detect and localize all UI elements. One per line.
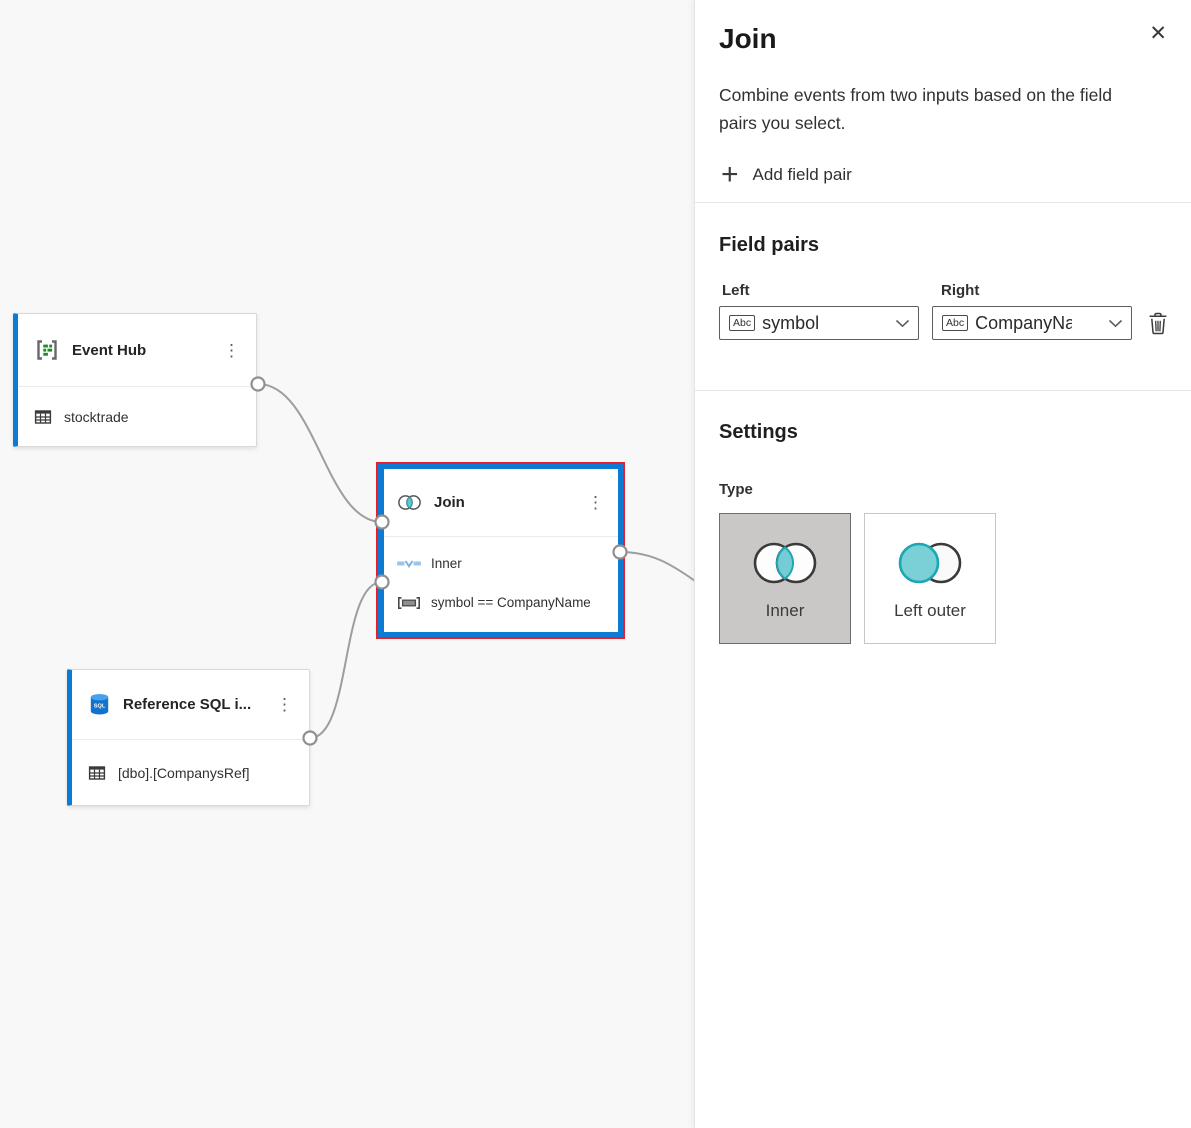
port-join-in-bottom[interactable] [374,574,390,590]
kebab-menu-icon[interactable]: ⋮ [581,490,610,515]
field-pair-column-labels: Left Right [719,282,1171,299]
join-type-option-label: Inner [765,601,805,620]
node-reference-sql-detail: [dbo].[CompanysRef] [72,740,309,805]
inner-join-venn-icon [753,542,817,584]
port-join-out[interactable] [612,544,628,560]
delete-field-pair-button[interactable] [1145,309,1171,338]
join-condition-row: symbol == CompanyName [384,583,618,622]
join-kind-icon [397,560,421,568]
settings-heading: Settings [719,421,798,443]
node-join-body: Inner symbol == CompanyName [384,537,618,622]
close-icon[interactable]: ✕ [1145,21,1171,46]
chevron-down-icon [895,319,910,327]
field-pair-icon [398,596,420,609]
join-type-option-left-outer[interactable]: Left outer [864,513,996,644]
join-venn-icon [398,495,421,510]
panel-header: Join ✕ [719,0,1171,57]
field-pair-row: Abc symbol Abc CompanyName [719,306,1171,340]
node-reference-sql[interactable]: SQL Reference SQL i... ⋮ [dbo].[Companys… [67,669,310,806]
node-event-hub-detail: stocktrade [18,387,256,446]
node-join[interactable]: Join ⋮ Inner [376,462,625,639]
left-field-dropdown[interactable]: Abc symbol [719,306,919,340]
panel-divider [695,202,1191,203]
string-type-badge: Abc [942,314,969,332]
panel-divider [695,390,1191,391]
panel-description: Combine events from two inputs based on … [719,85,1112,133]
join-condition-value: symbol == CompanyName [431,595,591,610]
plus-icon: + [721,158,739,191]
chevron-down-icon [1108,319,1123,327]
join-type-value: Inner [431,556,462,571]
table-icon [88,765,106,780]
join-type-options: Inner Left outer [719,513,1171,644]
sql-database-icon: SQL [90,694,109,715]
diagram-canvas[interactable]: Event Hub ⋮ stocktrade [0,0,694,1128]
right-field-dropdown[interactable]: Abc CompanyName [932,306,1132,340]
join-type-row: Inner [384,544,618,583]
kebab-menu-icon[interactable]: ⋮ [217,338,246,363]
left-field-value: symbol [762,312,820,333]
node-title: Event Hub [72,341,147,359]
event-hub-icon [37,340,57,360]
join-type-option-label: Left outer [894,601,966,620]
add-field-pair-button[interactable]: + Add field pair [719,159,854,191]
node-table-name: stocktrade [64,408,129,425]
port-refsql-out[interactable] [302,730,318,746]
kebab-menu-icon[interactable]: ⋮ [270,692,299,717]
string-type-badge: Abc [729,314,756,332]
field-pairs-heading: Field pairs [719,234,820,256]
edge-eventhub-to-join [257,383,383,523]
left-outer-join-venn-icon [898,542,962,584]
panel-title: Join [719,23,777,54]
type-label: Type [719,481,753,498]
port-eventhub-out[interactable] [250,376,266,392]
right-field-value: CompanyName [975,312,1073,333]
node-reference-sql-header: SQL Reference SQL i... ⋮ [72,670,309,740]
port-join-in-top[interactable] [374,514,390,530]
edge-join-output [619,551,694,582]
join-type-option-inner[interactable]: Inner [719,513,851,644]
join-properties-panel: Join ✕ Combine events from two inputs ba… [694,0,1191,1128]
node-event-hub[interactable]: Event Hub ⋮ stocktrade [13,313,257,447]
node-table-name: [dbo].[CompanysRef] [118,764,250,781]
add-field-pair-label: Add field pair [752,165,852,184]
edge-refsql-to-join [309,581,383,739]
left-column-label: Left [722,282,750,299]
trash-icon [1149,312,1167,334]
node-join-inner: Join ⋮ Inner [384,469,618,632]
svg-text:SQL: SQL [94,704,106,710]
node-title: Reference SQL i... [123,696,252,713]
table-icon [34,409,52,424]
node-join-header: Join ⋮ [384,469,618,537]
node-event-hub-header: Event Hub ⋮ [18,314,256,387]
right-column-label: Right [941,282,980,299]
node-title: Join [434,494,465,511]
